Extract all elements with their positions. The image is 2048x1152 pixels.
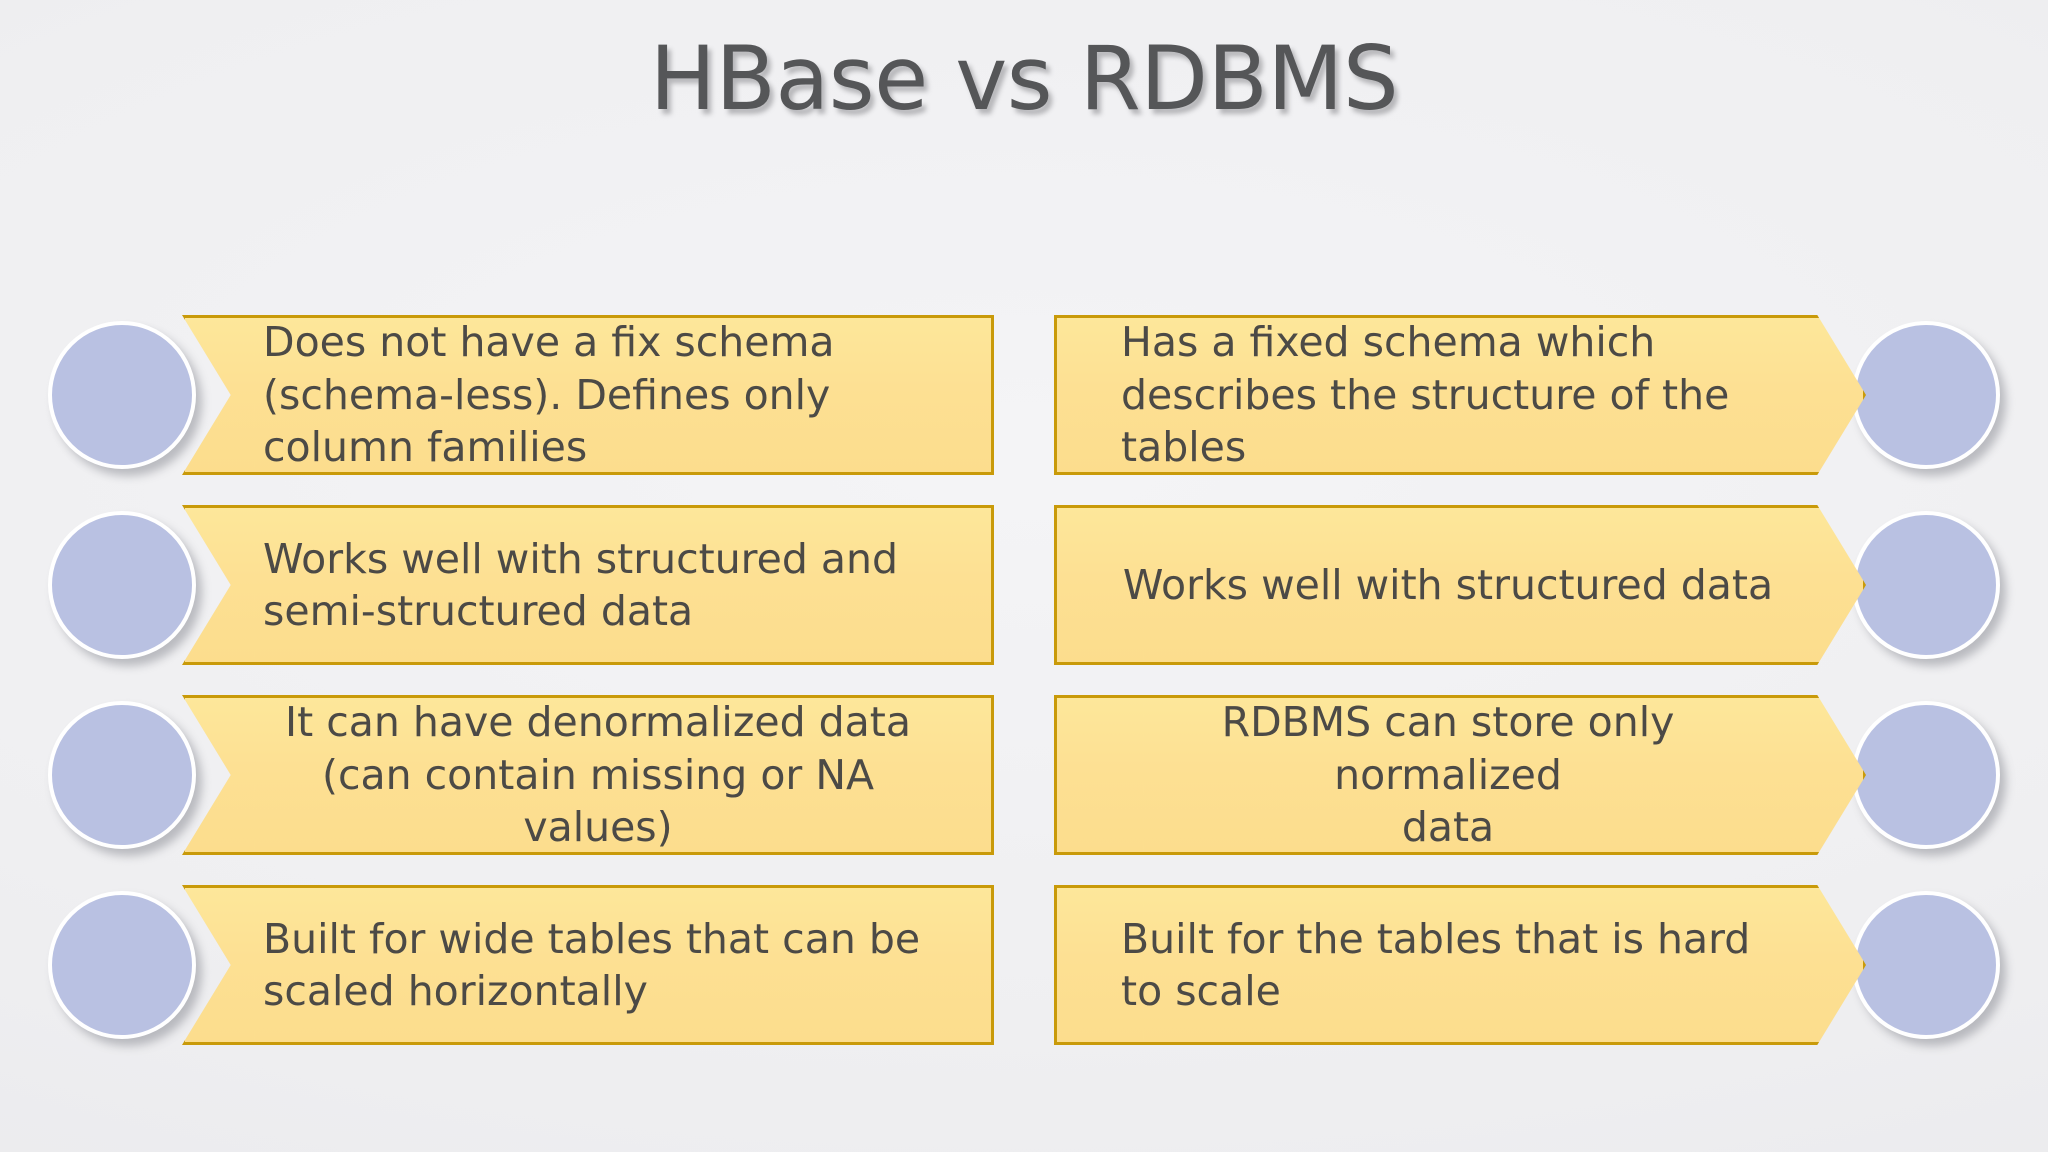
hbase-plaque[interactable]: Built for wide tables that can be scaled… xyxy=(182,885,994,1045)
rdbms-plaque[interactable]: Works well with structured data xyxy=(1054,505,1866,665)
rdbms-plaque-text: Works well with structured data xyxy=(1122,560,1774,609)
rdbms-plaque-text: Built for the tables that is hard to sca… xyxy=(1121,914,1751,1015)
rdbms-plaque[interactable]: Built for the tables that is hard to sca… xyxy=(1054,885,1866,1045)
bullet-circle-left xyxy=(48,701,196,849)
bullet-circle-left xyxy=(48,511,196,659)
hbase-plaque-text: Built for wide tables that can be scaled… xyxy=(263,914,921,1015)
rdbms-plaque-text: RDBMS can store only normalized data xyxy=(1221,698,1675,852)
page-title: HBase vs RDBMS xyxy=(649,27,1399,130)
hbase-plaque[interactable]: Does not have a fix schema (schema-less)… xyxy=(182,315,994,475)
bullet-circle-left xyxy=(48,891,196,1039)
bullet-circle-right xyxy=(1852,321,2000,469)
rdbms-plaque[interactable]: Has a fixed schema which describes the s… xyxy=(1054,315,1866,475)
rdbms-plaque-text: Has a fixed schema which describes the s… xyxy=(1121,318,1730,472)
comparison-row: It can have denormalized data (can conta… xyxy=(0,680,2048,870)
bullet-circle-right xyxy=(1852,511,2000,659)
rdbms-plaque[interactable]: RDBMS can store only normalized data xyxy=(1054,695,1866,855)
slide-title-container: HBase vs RDBMS xyxy=(0,28,2048,129)
bullet-circle-right xyxy=(1852,701,2000,849)
hbase-plaque-text: Works well with structured and semi-stru… xyxy=(263,534,899,635)
hbase-plaque[interactable]: Works well with structured and semi-stru… xyxy=(182,505,994,665)
comparison-rows: Does not have a fix schema (schema-less)… xyxy=(0,300,2048,1060)
hbase-plaque-text: Does not have a fix schema (schema-less)… xyxy=(263,318,835,472)
comparison-row: Does not have a fix schema (schema-less)… xyxy=(0,300,2048,490)
bullet-circle-left xyxy=(48,321,196,469)
hbase-plaque-text: It can have denormalized data (can conta… xyxy=(285,698,911,852)
bullet-circle-right xyxy=(1852,891,2000,1039)
comparison-row: Built for wide tables that can be scaled… xyxy=(0,870,2048,1060)
comparison-row: Works well with structured and semi-stru… xyxy=(0,490,2048,680)
hbase-plaque[interactable]: It can have denormalized data (can conta… xyxy=(182,695,994,855)
